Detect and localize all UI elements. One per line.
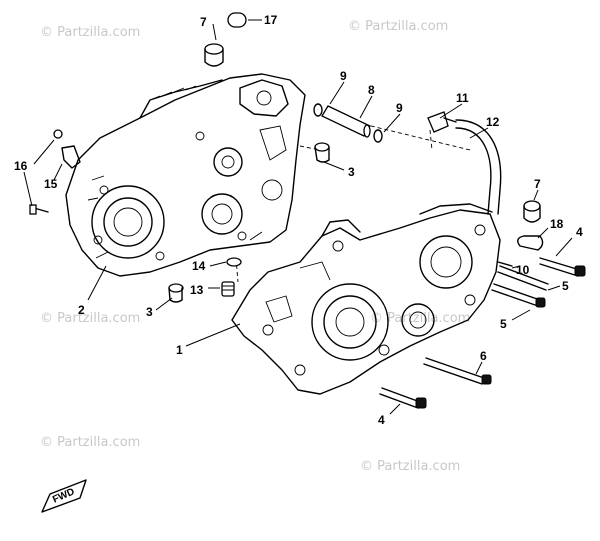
- part-4-bolt-lower: [379, 387, 427, 409]
- part-17-cap: [227, 12, 247, 28]
- part-7-upper-dowel: [204, 43, 224, 67]
- callout-9-right: 9: [396, 101, 403, 115]
- watermark-top-left: © Partzilla.com: [40, 25, 140, 40]
- callout-13: 13: [190, 283, 204, 297]
- watermarks: © Partzilla.com © Partzilla.com © Partzi…: [40, 19, 470, 474]
- callout-5-lower: 5: [500, 317, 507, 331]
- part-12-hose: [455, 119, 502, 215]
- callout-3-upper: 3: [348, 165, 355, 179]
- callout-3-lower: 3: [146, 305, 153, 319]
- watermark-mid-right: © Partzilla.com: [370, 311, 470, 326]
- callout-10: 10: [516, 263, 530, 277]
- callout-18: 18: [550, 217, 564, 231]
- callout-12: 12: [486, 115, 500, 129]
- watermark-bottom-right: © Partzilla.com: [360, 459, 460, 474]
- callout-17: 17: [264, 13, 278, 27]
- callout-16: 16: [14, 159, 28, 173]
- watermark-top-right: © Partzilla.com: [348, 19, 448, 34]
- left-crankcase-half: [65, 73, 306, 277]
- part-11-fitting: [427, 111, 457, 133]
- callouts: 7 17 9 8 9 11 12 3 7 18 4 10 5 5 6 4 1 2…: [14, 13, 583, 427]
- callout-15: 15: [44, 177, 58, 191]
- part-6-stud: [423, 357, 492, 385]
- part-15-screw: [53, 129, 63, 139]
- callout-11: 11: [456, 91, 469, 105]
- callout-7-upper: 7: [200, 15, 207, 29]
- right-crankcase-half: [231, 203, 501, 395]
- part-10-bolt: [497, 261, 513, 267]
- front-direction-marker: FWD: [41, 479, 87, 513]
- front-marker-label: FWD: [51, 486, 76, 505]
- callout-4-lower: 4: [378, 413, 385, 427]
- callout-5-upper: 5: [562, 279, 569, 293]
- part-13-drain-plug: [221, 281, 235, 297]
- watermark-mid-left: © Partzilla.com: [40, 311, 140, 326]
- callout-14: 14: [192, 259, 206, 273]
- part-8-pipe: [321, 105, 371, 138]
- callout-8: 8: [368, 83, 375, 97]
- watermark-bottom-left: © Partzilla.com: [40, 435, 140, 450]
- callout-4-right: 4: [576, 225, 583, 239]
- parts: [29, 12, 586, 409]
- callout-2: 2: [78, 303, 85, 317]
- part-16-bolt: [29, 204, 49, 215]
- part-5-bolt-upper: [491, 283, 546, 308]
- part-9-o-ring-a: [313, 103, 323, 117]
- part-15-bracket: [61, 145, 81, 169]
- leader-lines: [23, 19, 573, 415]
- part-9-o-ring-b: [373, 129, 383, 143]
- callout-1: 1: [176, 343, 183, 357]
- alignment-lines: [235, 115, 471, 283]
- part-14-washer: [226, 257, 242, 267]
- part-3-upper-dowel: [314, 142, 330, 163]
- part-18-clamp: [517, 235, 544, 251]
- part-7-right-dowel: [523, 200, 541, 223]
- callout-7-right: 7: [534, 177, 541, 191]
- part-5-bolt-lower: [497, 265, 549, 291]
- part-4-bolt-right: [539, 257, 586, 277]
- callout-9-left: 9: [340, 69, 347, 83]
- callout-6: 6: [480, 349, 487, 363]
